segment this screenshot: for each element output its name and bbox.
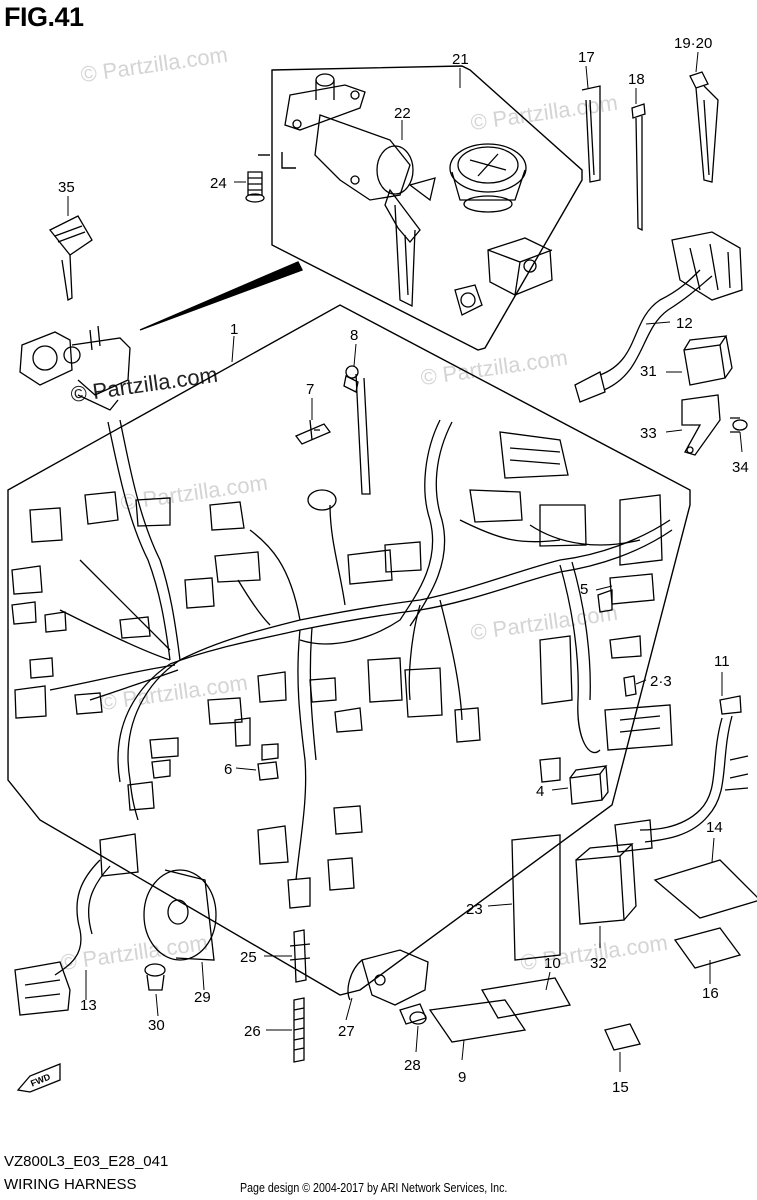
callout-19-20: 19·20 xyxy=(674,35,712,52)
callout-4: 4 xyxy=(536,783,544,800)
sub-harness-11 xyxy=(614,695,749,853)
spring-26 xyxy=(293,997,305,1063)
fwd-arrow xyxy=(16,1063,61,1093)
callout-6: 6 xyxy=(224,761,232,778)
callout-12: 12 xyxy=(676,315,693,332)
callout-11: 11 xyxy=(714,653,730,670)
ignition-switch xyxy=(284,73,436,308)
leader-lines xyxy=(67,51,743,1072)
callout-27: 27 xyxy=(338,1023,355,1040)
copyright-notice: Page design © 2004-2017 by ARI Network S… xyxy=(240,1180,508,1195)
figure-title: FIG.41 xyxy=(4,2,84,32)
key-35 xyxy=(48,215,93,301)
callout-10: 10 xyxy=(544,955,561,972)
callout-18: 18 xyxy=(628,71,645,88)
figure-code: VZ800L3_E03_E28_041 xyxy=(4,1153,169,1170)
callout-13: 13 xyxy=(80,997,97,1014)
label-15 xyxy=(604,1023,641,1051)
clamp-7 xyxy=(294,419,332,445)
callout-16: 16 xyxy=(702,985,719,1002)
horn-29 xyxy=(143,869,217,961)
callout-7: 7 xyxy=(306,381,314,398)
callout-5: 5 xyxy=(580,581,588,598)
label-14-16 xyxy=(653,859,757,969)
ignition-kit-box xyxy=(271,65,583,351)
switch-25 xyxy=(289,929,311,983)
callout-34: 34 xyxy=(732,459,749,476)
callout-28: 28 xyxy=(404,1057,421,1074)
cover-5 xyxy=(597,573,655,613)
bolt-30 xyxy=(144,963,166,991)
relay-31 xyxy=(683,335,733,386)
bolt-24 xyxy=(245,171,265,203)
fuel-cap xyxy=(449,143,527,213)
figure-name: WIRING HARNESS xyxy=(4,1176,137,1193)
main-harness-cables xyxy=(49,419,673,881)
seat-lock xyxy=(454,237,553,316)
bracket-33 xyxy=(681,394,721,456)
callout-35: 35 xyxy=(58,179,75,196)
callout-26: 26 xyxy=(244,1023,261,1040)
callout-8: 8 xyxy=(350,327,358,344)
sub-harness-12 xyxy=(574,231,743,403)
callout-23: 23 xyxy=(466,901,483,918)
relay-4 xyxy=(569,765,609,805)
callout-29: 29 xyxy=(194,989,211,1006)
callout-2-3: 2·3 xyxy=(650,673,672,690)
callout-33: 33 xyxy=(640,425,657,442)
plate-23 xyxy=(511,834,561,961)
callout-22: 22 xyxy=(394,105,411,122)
callout-31: 31 xyxy=(640,363,657,380)
clamp-19-20 xyxy=(689,71,719,183)
callout-14: 14 xyxy=(706,819,723,836)
callout-15: 15 xyxy=(612,1079,629,1096)
callout-9: 9 xyxy=(458,1069,466,1086)
switch-27 xyxy=(347,949,429,1006)
label-9-10 xyxy=(428,977,572,1043)
bolt-34 xyxy=(730,417,748,433)
callout-21: 21 xyxy=(452,51,469,68)
tie-18 xyxy=(631,103,646,232)
callout-1: 1 xyxy=(230,321,238,338)
clamp-17 xyxy=(581,85,601,183)
sub-harness-13 xyxy=(14,833,139,1016)
callout-30: 30 xyxy=(148,1017,165,1034)
callout-25: 25 xyxy=(240,949,257,966)
relay-32 xyxy=(575,843,637,925)
callout-32: 32 xyxy=(590,955,607,972)
callout-17: 17 xyxy=(578,49,595,66)
clamp-8 xyxy=(343,365,371,495)
harness-connectors xyxy=(11,431,673,909)
pointer-wedge xyxy=(139,261,303,331)
fwd-label: FWD xyxy=(29,1071,52,1088)
harness-box xyxy=(7,304,691,996)
fuse-6 xyxy=(257,761,279,781)
fuse-2-3 xyxy=(623,675,637,697)
bolt-28 xyxy=(399,1003,427,1025)
callout-24: 24 xyxy=(210,175,227,192)
ignition-switch-left xyxy=(19,325,131,411)
